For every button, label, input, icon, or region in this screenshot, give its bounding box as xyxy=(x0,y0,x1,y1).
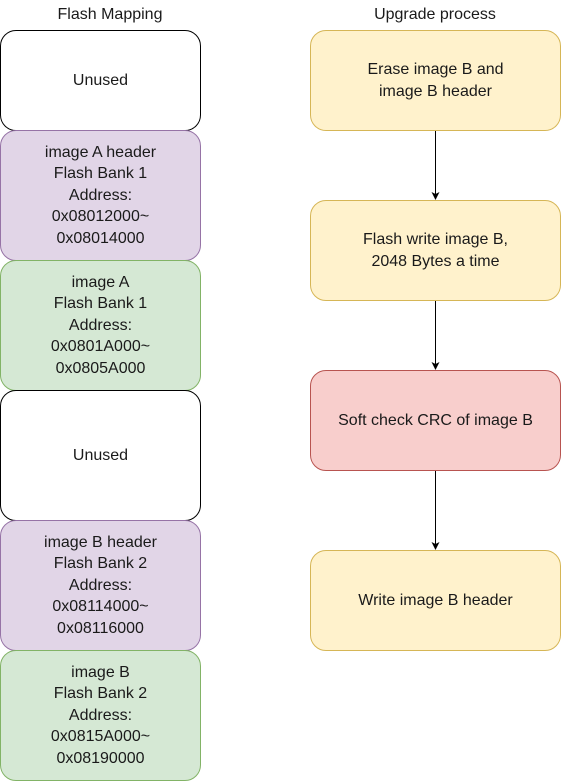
step-erase-image-b: Erase image B and image B header xyxy=(310,30,561,131)
flash-block-image-a: image A Flash Bank 1 Address: 0x0801A000… xyxy=(0,260,201,391)
flash-block-image-b: image B Flash Bank 2 Address: 0x0815A000… xyxy=(0,650,201,781)
flash-block-unused-top: Unused xyxy=(0,30,201,131)
step-flash-write-image-b: Flash write image B, 2048 Bytes a time xyxy=(310,200,561,301)
flash-mapping-title: Flash Mapping xyxy=(57,6,163,23)
flash-block-image-b-header: image B header Flash Bank 2 Address: 0x0… xyxy=(0,520,201,651)
upgrade-process-title: Upgrade process xyxy=(374,6,496,23)
step-soft-check-crc: Soft check CRC of image B xyxy=(310,370,561,471)
step-write-image-b-header: Write image B header xyxy=(310,550,561,651)
flash-block-image-a-header: image A header Flash Bank 1 Address: 0x0… xyxy=(0,130,201,261)
